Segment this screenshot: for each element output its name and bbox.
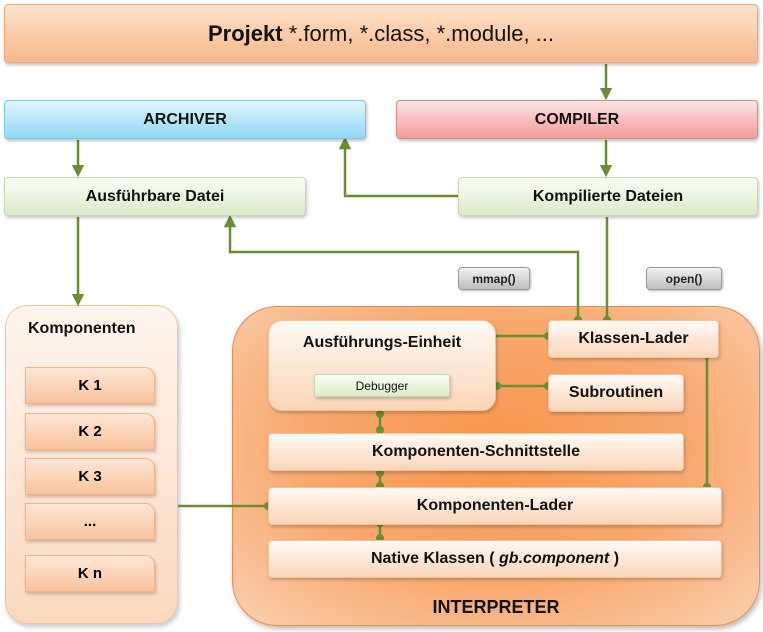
project-label: Projekt [207,20,283,46]
component-loader-box: Komponenten-Lader [268,487,722,525]
subroutines-box: Subroutinen [548,374,684,412]
arrow-compiled-archiver [338,136,458,198]
component-interface-box: Komponenten-Schnittstelle [268,433,684,471]
archiver-label: ARCHIVER [143,110,227,128]
subroutines-label: Subroutinen [568,384,664,401]
mmap-tag: mmap() [458,267,530,290]
compiler-box: COMPILER [396,100,758,139]
open-label: open() [665,271,703,286]
component-item: K 3 [25,458,155,495]
native-classes-box: Native Klassen ( gb.component ) [268,540,722,578]
debugger-label: Debugger [355,378,409,393]
joint-dot [376,469,384,477]
compiler-label: COMPILER [534,110,620,128]
component-item-label: K 2 [78,423,102,440]
project-files: *.form, *.class, *.module, ... [282,20,555,46]
component-item: K n [25,555,155,592]
interpreter-title: INTERPRETER [432,597,560,617]
native-classes-prefix: Native Klassen ( [370,550,500,567]
components-title: Komponenten [28,320,136,337]
project-box: Projekt *.form, *.class, *.module, ... [4,4,758,63]
arrow-classloader-executable [223,214,580,320]
class-loader-label: Klassen-Lader [578,330,689,347]
component-item-label: K 1 [78,377,102,394]
component-item-label: K n [77,565,103,582]
compiled-files-box: Kompilierte Dateien [458,177,758,216]
joint-dot [376,410,384,418]
component-item: K 2 [25,413,155,450]
debugger-box: Debugger [314,374,450,397]
component-item: K 1 [25,367,155,404]
native-classes-suffix: ) [609,550,620,567]
open-tag: open() [646,267,722,290]
class-loader-box: Klassen-Lader [548,320,719,358]
execution-unit-box: Ausführungs-Einheit [268,320,496,411]
execution-unit-label: Ausführungs-Einheit [302,334,462,351]
component-item-label: ... [83,513,97,530]
archiver-box: ARCHIVER [4,100,366,139]
compiled-files-label: Kompilierte Dateien [532,187,684,205]
component-loader-label: Komponenten-Lader [416,497,574,514]
executable-file-box: Ausführbare Datei [4,177,306,216]
joint-dot [376,426,384,434]
component-interface-label: Komponenten-Schnittstelle [371,443,580,460]
component-item: ... [25,503,155,540]
native-classes-component: gb.component [499,550,610,567]
mmap-label: mmap() [472,271,516,286]
executable-file-label: Ausführbare Datei [85,187,225,205]
component-item-label: K 3 [78,468,102,485]
